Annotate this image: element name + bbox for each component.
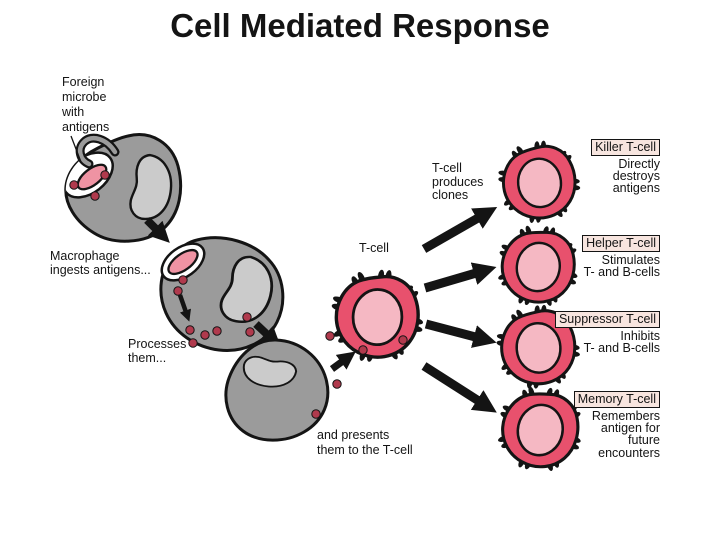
- antigen-dots-processing: [173, 275, 255, 348]
- ingested-microbe: [167, 248, 199, 276]
- suppressor-t-cell-description: Inhibits T- and B-cells: [583, 329, 660, 356]
- arrow-step-2: [253, 321, 282, 348]
- arrow-step-1: [144, 217, 170, 243]
- macrophage-1: [64, 133, 183, 243]
- helper-t-cell-description: Stimulates T- and B-cells: [583, 253, 660, 280]
- antigen-dots-microbe: [69, 170, 110, 201]
- label-pointer-line: [70, 135, 82, 163]
- produces-clones-label: T-cell produces clones: [432, 161, 484, 202]
- arrow-processing: [177, 294, 191, 322]
- memory-t-cell-label-group: Memory T-cell Remembers antigen for futu…: [573, 390, 660, 460]
- t-cell: [325, 264, 429, 368]
- killer-t-cell-label-group: Killer T-cell Directly destroys antigens: [591, 138, 660, 195]
- memory-t-cell-description: Remembers antigen for future encounters: [591, 409, 660, 460]
- t-cell-label: T-cell: [359, 241, 389, 255]
- slide-title: Cell Mediated Response: [170, 7, 550, 44]
- killer-t-cell: [491, 134, 587, 230]
- clone-arrows: [421, 207, 498, 413]
- macrophage-2: [159, 236, 285, 352]
- killer-t-cell-description: Directly destroys antigens: [612, 157, 660, 196]
- processes-label: Processes them...: [128, 337, 187, 365]
- foreign-microbe-label: Foreign microbe with antigens: [62, 75, 110, 134]
- macrophage-3: [224, 338, 342, 442]
- suppressor-t-cell-label-group: Suppressor T-cell Inhibits T- and B-cell…: [554, 310, 660, 356]
- macrophage-ingests-label: Macrophage ingests antigens...: [50, 249, 151, 277]
- helper-t-cell-name-box: Helper T-cell: [582, 235, 660, 252]
- suppressor-t-cell-name-box: Suppressor T-cell: [554, 311, 660, 328]
- killer-t-cell-name-box: Killer T-cell: [591, 139, 660, 156]
- antigen-dots-tcell: [325, 331, 408, 355]
- antigen-dots-presented: [311, 379, 342, 419]
- helper-t-cell-label-group: Helper T-cell Stimulates T- and B-cells: [582, 234, 660, 280]
- helper-t-cell: [488, 215, 589, 317]
- arrow-step-3: [329, 351, 356, 372]
- foreign-microbe: [76, 163, 108, 191]
- memory-t-cell-name-box: Memory T-cell: [573, 391, 660, 408]
- presents-label: and presents them to the T-cell: [317, 428, 413, 457]
